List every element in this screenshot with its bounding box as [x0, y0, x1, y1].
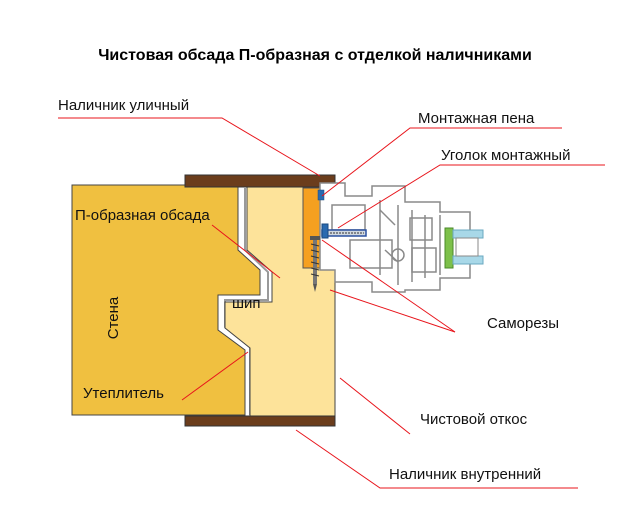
label-finish-slope: Чистовой откос [420, 411, 528, 428]
label-u-frame: П-образная обсада [75, 207, 210, 224]
mounting-angle [321, 223, 367, 239]
label-outer-casing: Наличник уличный [58, 97, 189, 114]
label-screws: Саморезы [487, 315, 559, 332]
leader-outer-casing [58, 117, 321, 177]
glazing [444, 227, 484, 269]
self-tapping-screw [310, 236, 320, 292]
outer-casing-bar [184, 174, 336, 188]
label-insulation: Утеплитель [83, 385, 164, 402]
inner-casing-bar [184, 415, 336, 427]
diagram-title: Чистовая обсада П-образная с отделкой на… [98, 47, 532, 64]
leader-screws-2 [329, 289, 456, 333]
label-mounting-foam: Монтажная пена [418, 110, 535, 127]
label-mounting-angle: Уголок монтажный [441, 147, 570, 164]
leader-u-frame [211, 224, 281, 279]
leader-mounting-angle [337, 164, 605, 229]
leader-inner-casing [295, 429, 578, 489]
tenon-label: шип [232, 295, 261, 312]
leader-finish-slope [339, 377, 411, 435]
leader-mounting-foam [321, 127, 562, 197]
leader-screws-1 [321, 239, 456, 333]
wall-label: Стена [105, 296, 122, 339]
label-inner-casing: Наличник внутренний [389, 466, 541, 483]
leader-lines [58, 117, 605, 489]
wall-shape [71, 184, 261, 416]
leader-insulation [181, 351, 249, 401]
